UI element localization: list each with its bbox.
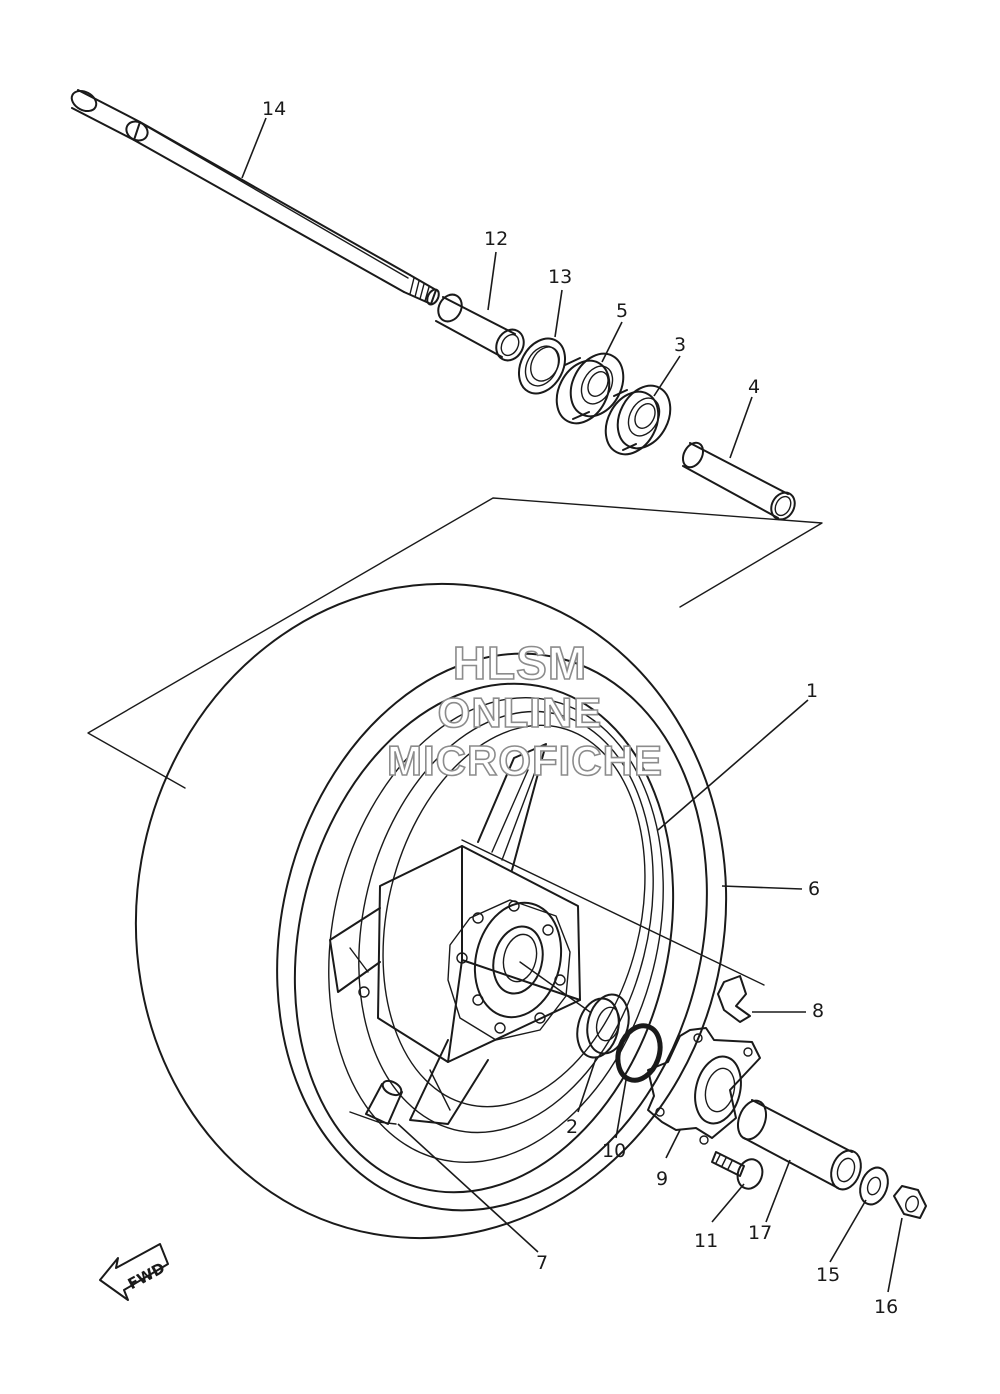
callout-16: 16 <box>874 1296 899 1318</box>
callout-12: 12 <box>484 228 509 250</box>
part-6-tire <box>134 582 728 1240</box>
part-14-axle <box>70 89 440 306</box>
part-3-bearing <box>604 384 672 456</box>
part-2-bearing <box>576 993 630 1059</box>
part-16-nut <box>893 1185 927 1219</box>
part-9-gear-hub <box>647 1027 761 1145</box>
watermark-line-1: HLSM <box>452 637 588 689</box>
callout-2: 2 <box>566 1116 579 1138</box>
part-8-clip <box>717 975 751 1023</box>
watermark-line-2: ONLINE <box>437 689 603 736</box>
callout-6: 6 <box>808 878 821 900</box>
part-5-bearing <box>555 352 625 425</box>
fwd-arrow-icon: FWD <box>99 1243 169 1301</box>
part-15-washer <box>859 1166 889 1206</box>
callout-10: 10 <box>602 1140 627 1162</box>
assembly-frame <box>87 497 823 789</box>
watermark-line-3: MICROFICHE <box>386 737 663 784</box>
callout-7: 7 <box>536 1252 549 1274</box>
callout-9: 9 <box>656 1168 669 1190</box>
callout-5: 5 <box>616 300 629 322</box>
callout-8: 8 <box>812 1000 825 1022</box>
part-1-wheel <box>293 682 765 1194</box>
callout-4: 4 <box>748 376 761 398</box>
part-17-collar <box>736 1099 862 1191</box>
part-13-oil-seal <box>517 337 567 395</box>
callout-11: 11 <box>694 1230 719 1252</box>
part-4-spacer <box>681 441 796 521</box>
callout-17: 17 <box>748 1222 773 1244</box>
callout-15: 15 <box>816 1264 841 1286</box>
part-11-bolt <box>711 1151 764 1190</box>
part-12-collar <box>435 293 525 362</box>
callout-13: 13 <box>548 266 573 288</box>
part-7-valve <box>349 1079 403 1125</box>
leader-lines <box>241 117 903 1293</box>
callout-1: 1 <box>806 680 819 702</box>
part-10-o-ring <box>615 1023 663 1083</box>
callout-3: 3 <box>674 334 687 356</box>
callout-14: 14 <box>262 98 287 120</box>
